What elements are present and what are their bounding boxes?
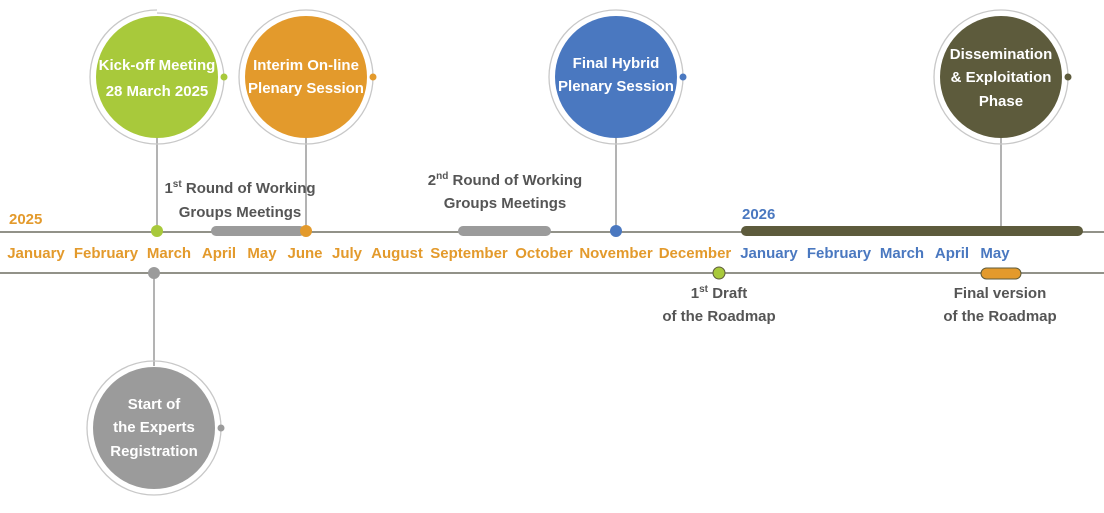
month-2025-apr: April: [202, 245, 236, 262]
draft-ordinal: 1: [691, 285, 699, 302]
month-2026-apr: April: [935, 245, 969, 262]
draft-label-line2: of the Roadmap: [662, 308, 775, 325]
hybrid-milestone: Final Hybrid Plenary Session: [548, 9, 687, 145]
interim-dot: [300, 225, 312, 237]
interim-milestone: Interim On-line Plenary Session: [238, 9, 377, 145]
month-2025-sep: September: [430, 245, 508, 262]
kickoff-title: Kick-off Meeting: [99, 57, 216, 74]
interim-title: Interim On-line: [253, 57, 359, 74]
year-label-2025: 2025: [9, 211, 42, 228]
final-version-bar: [980, 267, 1022, 280]
round2-sup: nd: [436, 171, 448, 182]
month-2026-feb: February: [807, 245, 872, 262]
final-label-line2: of the Roadmap: [943, 308, 1056, 325]
year-label-2026: 2026: [742, 206, 775, 223]
kickoff-milestone: Kick-off Meeting 28 March 2025: [89, 9, 228, 145]
hybrid-title: Final Hybrid: [573, 55, 660, 72]
round1-label-line1: 1st Round of Working: [164, 179, 315, 197]
registration-milestone: Start of the Experts Registration: [86, 360, 225, 496]
hybrid-dot: [610, 225, 622, 237]
draft-rest: Draft: [708, 285, 747, 302]
registration-line2: the Experts: [113, 419, 195, 436]
registration-dot: [148, 267, 160, 279]
month-2025-oct: October: [515, 245, 573, 262]
month-2026-may: May: [980, 245, 1010, 262]
kickoff-dot: [151, 225, 163, 237]
interim-subtitle: Plenary Session: [248, 80, 364, 97]
month-2025-mar: March: [147, 245, 191, 262]
month-2026-mar: March: [880, 245, 924, 262]
hybrid-subtitle: Plenary Session: [558, 78, 674, 95]
month-2025-jun: June: [287, 245, 322, 262]
dissemination-line1: Dissemination: [950, 46, 1053, 63]
registration-line3: Registration: [110, 443, 198, 460]
dissemination-milestone: Dissemination & Exploitation Phase: [933, 9, 1072, 145]
dissemination-line2: & Exploitation: [951, 69, 1052, 86]
round1-sup: st: [173, 179, 183, 190]
round2-rest: Round of Working: [448, 172, 582, 189]
draft-label-line1: 1st Draft: [691, 284, 747, 302]
kickoff-date: 28 March 2025: [106, 83, 209, 100]
month-2025-dec: December: [659, 245, 732, 262]
round1-label-line2: Groups Meetings: [179, 204, 302, 221]
month-2025-nov: November: [579, 245, 653, 262]
dissemination-line3: Phase: [979, 93, 1023, 110]
registration-line1: Start of: [128, 396, 182, 413]
month-2025-may: May: [247, 245, 277, 262]
month-2025-jul: July: [332, 245, 363, 262]
round2-ordinal: 2: [428, 172, 436, 189]
month-2025-aug: August: [371, 245, 423, 262]
draft-dot: [712, 266, 726, 280]
month-2025-jan: January: [7, 245, 65, 262]
round2-label-line1: 2nd Round of Working: [428, 171, 582, 189]
month-2025-feb: February: [74, 245, 139, 262]
round1-ordinal: 1: [164, 180, 172, 197]
round2-label-line2: Groups Meetings: [444, 195, 567, 212]
month-2026-jan: January: [740, 245, 798, 262]
draft-sup: st: [699, 284, 709, 295]
final-label-line1: Final version: [954, 285, 1047, 302]
round1-rest: Round of Working: [182, 180, 316, 197]
